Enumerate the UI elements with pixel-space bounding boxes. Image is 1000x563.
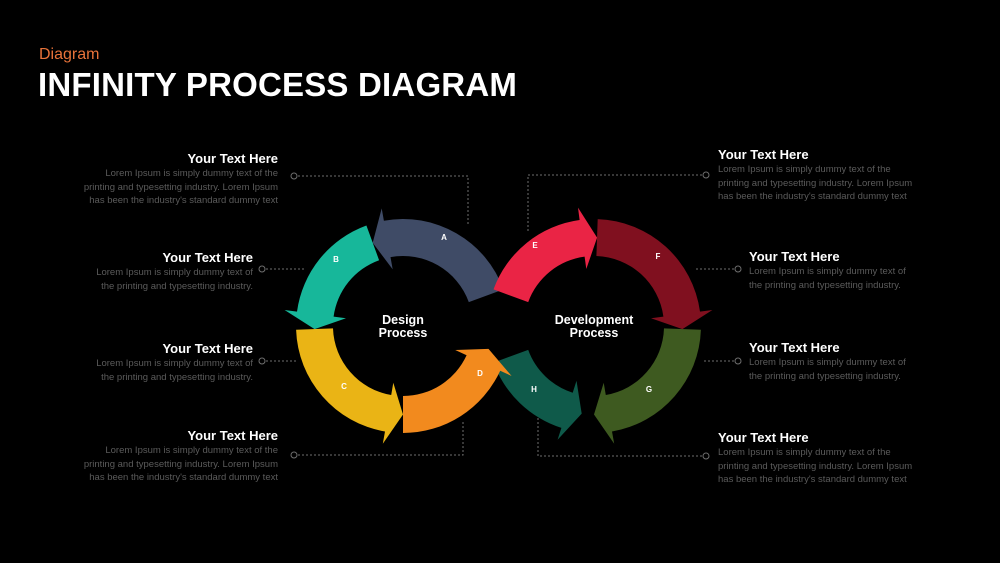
block-body-line: the printing and typesetting industry. [749, 279, 901, 291]
connector-lines [258, 171, 742, 460]
block-body-line: Lorem Ipsum is simply dummy text of [96, 358, 253, 369]
block-heading: Your Text Here [718, 147, 809, 162]
block-body-line: the printing and typesetting industry. [101, 280, 253, 292]
block-heading: Your Text Here [718, 430, 809, 445]
development-label-line2: Process [570, 326, 619, 340]
block-heading: Your Text Here [749, 340, 840, 355]
design-label-line2: Process [379, 326, 428, 340]
block-body-line: has been the industry's standard dummy t… [89, 195, 278, 207]
segment-letter-g: G [646, 385, 652, 394]
connector-mid-upper-left [258, 265, 306, 273]
block-body-line: printing and typesetting industry. Lorem… [718, 460, 913, 472]
block-body-line: Lorem Ipsum is simply dummy text of the [718, 164, 891, 175]
block-body-line: printing and typesetting industry. Lorem… [83, 458, 278, 470]
block-heading: Your Text Here [187, 428, 278, 443]
block-body-line: has been the industry's standard dummy t… [89, 472, 278, 484]
text-block-mid-upper-right: Your Text Here Lorem Ipsum is simply dum… [749, 249, 989, 292]
block-body-line: printing and typesetting industry. Lorem… [83, 181, 278, 193]
connector-bottom-left [290, 420, 464, 459]
segment-a [372, 208, 504, 303]
text-block-top-right: Your Text Here Lorem Ipsum is simply dum… [718, 147, 958, 204]
block-body-line: printing and typesetting industry. Lorem… [718, 177, 913, 189]
block-body-line: Lorem Ipsum is simply dummy text of the [718, 447, 891, 458]
block-body-line: the printing and typesetting industry. [749, 370, 901, 382]
segment-letter-d: D [477, 369, 483, 378]
block-body-line: Lorem Ipsum is simply dummy text of the [105, 168, 278, 179]
segment-b [284, 225, 380, 330]
segment-e [493, 207, 598, 303]
block-heading: Your Text Here [187, 151, 278, 166]
connector-mid-lower-right [704, 357, 742, 365]
connector-mid-lower-left [258, 357, 298, 365]
connector-bottom-right [537, 418, 710, 460]
text-block-bottom-left: Your Text Here Lorem Ipsum is simply dum… [38, 428, 278, 485]
segment-letter-a: A [441, 233, 447, 242]
segment-d [403, 348, 512, 433]
connector-top-right [527, 171, 710, 232]
development-label-line1: Development [555, 313, 634, 327]
segment-letter-h: H [531, 385, 537, 394]
slide-title: INFINITY PROCESS DIAGRAM [38, 66, 518, 103]
text-block-mid-lower-right: Your Text Here Lorem Ipsum is simply dum… [749, 340, 989, 383]
block-body-line: Lorem Ipsum is simply dummy text of [749, 266, 906, 277]
text-block-mid-upper-left: Your Text Here Lorem Ipsum is simply dum… [13, 250, 253, 293]
segment-f [596, 219, 713, 330]
block-body-line: has been the industry's standard dummy t… [718, 191, 907, 203]
slide-subtitle: Diagram [39, 46, 100, 63]
block-body-line: Lorem Ipsum is simply dummy text of the [105, 445, 278, 456]
block-body-line: has been the industry's standard dummy t… [718, 474, 907, 486]
block-body-line: the printing and typesetting industry. [101, 371, 253, 383]
block-heading: Your Text Here [162, 250, 253, 265]
segment-letter-b: B [333, 255, 339, 264]
block-body-line: Lorem Ipsum is simply dummy text of [749, 357, 906, 368]
connector-mid-upper-right [694, 265, 742, 273]
infinity-ring: A B C D E F G H [284, 207, 713, 444]
connector-top-left [290, 172, 469, 226]
segment-g [594, 328, 701, 444]
block-heading: Your Text Here [162, 341, 253, 356]
block-body-line: Lorem Ipsum is simply dummy text of [96, 267, 253, 278]
text-block-top-left: Your Text Here Lorem Ipsum is simply dum… [38, 151, 278, 208]
segment-letter-c: C [341, 382, 347, 391]
block-heading: Your Text Here [749, 249, 840, 264]
segment-c [296, 328, 403, 444]
segment-letter-e: E [532, 241, 538, 250]
segment-h [493, 349, 582, 440]
design-label-line1: Design [382, 313, 424, 327]
segment-letter-f: F [656, 252, 661, 261]
text-block-bottom-right: Your Text Here Lorem Ipsum is simply dum… [718, 430, 958, 487]
text-block-mid-lower-left: Your Text Here Lorem Ipsum is simply dum… [13, 341, 253, 384]
